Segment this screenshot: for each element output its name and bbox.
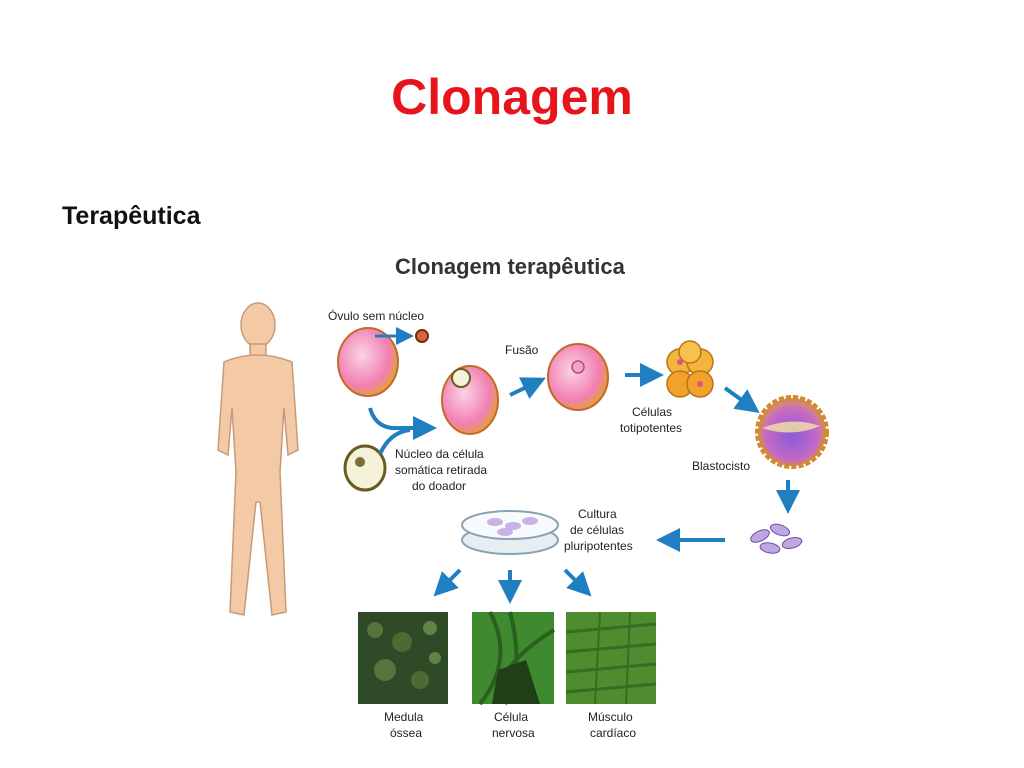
- arrow-icon: [378, 428, 411, 455]
- label-totipotentes-1: Células: [632, 405, 672, 419]
- label-totipotentes-2: totipotentes: [620, 421, 682, 435]
- human-body-icon: [217, 302, 299, 616]
- bone-marrow-tissue-image: [358, 612, 448, 704]
- figure-title: Clonagem terapêutica: [395, 254, 626, 279]
- arrow-icon: [563, 568, 592, 597]
- slide-subtitle: Terapêutica: [62, 202, 201, 230]
- label-nucleo-2: somática retirada: [395, 463, 487, 477]
- petri-dish-icon: [461, 510, 559, 555]
- cloning-diagram: Clonagem terapêutica Óvulo sem núcleo Nú…: [180, 240, 840, 745]
- label-musculo-2: cardíaco: [590, 726, 636, 740]
- slide-title: Clonagem: [391, 69, 633, 125]
- arrow-icon: [509, 377, 546, 400]
- label-blastocisto: Blastocisto: [692, 459, 750, 473]
- cloning-diagram-svg: Clonagem terapêutica Óvulo sem núcleo Nú…: [217, 254, 829, 740]
- arrow-icon: [433, 568, 462, 597]
- label-ovulo: Óvulo sem núcleo: [328, 308, 424, 323]
- label-celula-nervosa-1: Célula: [494, 710, 528, 724]
- totipotent-cells-icon: [666, 340, 714, 398]
- arrow-icon: [723, 386, 760, 414]
- label-cultura-2: de células: [570, 523, 624, 537]
- egg-cell-icon: [337, 327, 399, 397]
- label-musculo-1: Músculo: [588, 710, 633, 724]
- label-celula-nervosa-2: nervosa: [492, 726, 535, 740]
- label-medula-1: Medula: [384, 710, 424, 724]
- arrow-icon: [368, 407, 437, 440]
- removed-nucleus-icon: [415, 329, 429, 343]
- somatic-cell-icon: [343, 444, 387, 492]
- fusing-egg-icon: [441, 365, 499, 435]
- label-nucleo-1: Núcleo da célula: [395, 447, 484, 461]
- label-cultura-1: Cultura: [578, 507, 617, 521]
- label-fusao: Fusão: [505, 343, 539, 357]
- blastocyst-icon: [755, 395, 829, 469]
- pluripotent-cells-icon: [750, 523, 803, 554]
- label-cultura-3: pluripotentes: [564, 539, 633, 553]
- label-medula-2: óssea: [390, 726, 422, 740]
- cardiac-muscle-tissue-image: [565, 611, 657, 705]
- fused-egg-icon: [547, 343, 609, 411]
- nerve-cell-tissue-image: [472, 611, 556, 706]
- label-nucleo-3: do doador: [412, 479, 466, 493]
